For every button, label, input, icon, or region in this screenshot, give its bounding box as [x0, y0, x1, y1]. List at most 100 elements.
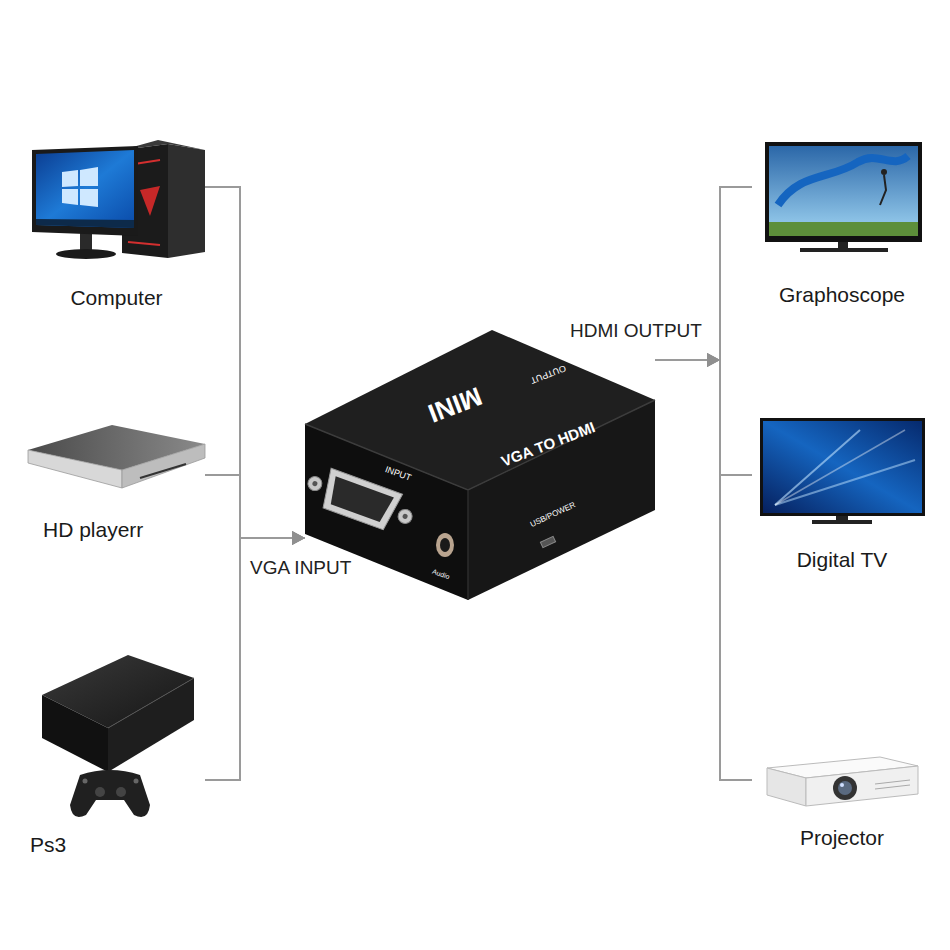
- window-logo: [62, 170, 78, 187]
- display-device: Digital TV: [752, 415, 932, 580]
- screen-ribbon: [778, 156, 908, 205]
- vent: [875, 785, 910, 789]
- vga-port: [301, 462, 418, 537]
- monitor-frame: [32, 146, 138, 236]
- projector-side: [806, 766, 918, 806]
- computer-illustration: [32, 140, 205, 259]
- brand-text: MINI: [425, 383, 486, 427]
- connector: [205, 187, 305, 545]
- controller: [70, 770, 150, 817]
- console-front: [42, 695, 108, 772]
- source-device: HD playerr: [28, 420, 205, 550]
- arrow-head: [292, 531, 305, 545]
- window-logo: [62, 189, 78, 205]
- tv-base: [800, 248, 888, 252]
- tv-screen: [763, 421, 922, 513]
- model-text: VGA TO HDMI: [499, 419, 597, 469]
- graphoscope-illustration: [765, 142, 922, 252]
- usb-port: [540, 536, 555, 547]
- projector-illustration: [767, 757, 918, 806]
- digital-tv-illustration: [760, 418, 925, 524]
- display-device: Projector: [752, 745, 932, 860]
- projector-lens-glass: [838, 781, 852, 795]
- signal-label: HDMI OUTPUT: [568, 320, 704, 342]
- controller-button: [83, 779, 88, 784]
- port-label: USB/POWER: [529, 501, 577, 529]
- device-label: Digital TV: [797, 548, 888, 572]
- ps3-illustration: [42, 655, 194, 817]
- device-label: Computer: [70, 286, 162, 310]
- converter-illustration: [301, 330, 655, 600]
- taskbar: [36, 219, 134, 228]
- dancer-head: [881, 169, 887, 175]
- screw: [396, 507, 414, 525]
- source-device: Ps3: [28, 650, 205, 865]
- hd-player-illustration: [28, 425, 205, 488]
- arrow-head: [292, 531, 305, 545]
- lens-glint: [840, 783, 844, 787]
- tv-screen: [769, 146, 918, 236]
- connector-line: [205, 187, 305, 538]
- device-label: Projector: [800, 826, 884, 850]
- console-edge: [108, 678, 194, 728]
- controller-stick: [95, 787, 105, 797]
- tv-base: [812, 520, 872, 524]
- screw: [306, 475, 324, 493]
- player-side: [122, 444, 205, 488]
- display-device: Graphoscope: [752, 138, 932, 313]
- converter-side: [468, 400, 655, 600]
- port-shell: [317, 468, 402, 532]
- device-label: HD playerr: [43, 518, 143, 542]
- converter-box: MINI VGA TO HDMI INPUT OUTPUT USB/POWER Audio: [305, 330, 655, 600]
- dancer-body: [880, 175, 886, 205]
- arrow-head: [707, 353, 720, 367]
- window-logo: [80, 189, 98, 207]
- controller-stick: [116, 787, 126, 797]
- tv-neck: [838, 242, 848, 248]
- vent: [875, 780, 910, 784]
- device-label: Ps3: [30, 833, 66, 857]
- source-device: Computer: [28, 138, 205, 318]
- port-label: Audio: [431, 568, 450, 581]
- connector-line: [205, 475, 305, 538]
- light-ray: [775, 460, 915, 505]
- arrow-head: [292, 531, 305, 545]
- converter-edge: [305, 400, 655, 490]
- window-logo: [80, 167, 98, 186]
- monitor-base: [56, 249, 116, 259]
- player-front: [28, 450, 122, 488]
- light-ray: [775, 430, 860, 505]
- tower-side: [168, 144, 205, 258]
- projector-front: [767, 768, 806, 806]
- tower-accent: [140, 186, 160, 216]
- connector: [655, 353, 752, 475]
- console-side: [108, 678, 194, 772]
- device-label: Graphoscope: [779, 283, 905, 307]
- tv-frame: [765, 142, 922, 242]
- light-ray: [775, 430, 905, 505]
- arrow-head: [707, 353, 720, 367]
- arrow-head: [707, 353, 720, 367]
- projector-lens: [833, 776, 857, 800]
- monitor-screen: [36, 150, 134, 228]
- disc-slot: [140, 464, 186, 478]
- controller-button: [134, 779, 139, 784]
- audio-jack-hole: [440, 538, 450, 552]
- port-label: INPUT: [384, 465, 412, 483]
- signal-label: VGA INPUT: [248, 557, 353, 579]
- screen-ground: [769, 222, 918, 236]
- screw-hole: [402, 513, 408, 519]
- screw-hole: [312, 480, 318, 486]
- monitor-stand: [80, 232, 92, 250]
- connector: [205, 475, 305, 545]
- port-socket: [326, 476, 394, 524]
- tower-accent: [128, 242, 160, 245]
- connector-line: [655, 360, 752, 475]
- tv-frame: [760, 418, 925, 516]
- connector: [655, 353, 752, 780]
- port-label: OUTPUT: [529, 363, 567, 385]
- audio-jack: [436, 533, 454, 557]
